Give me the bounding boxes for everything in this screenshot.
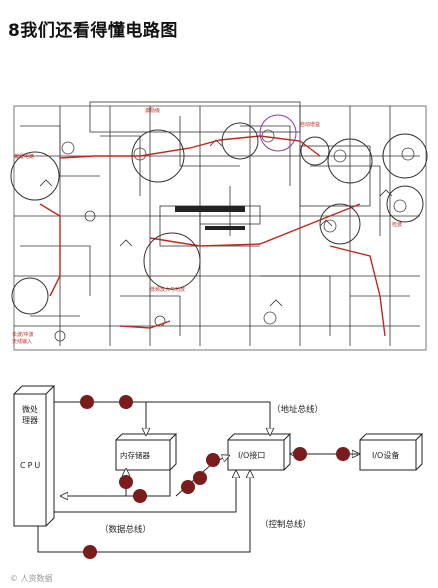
cpu-label-bottom: CPU xyxy=(20,461,42,470)
io-interface-label: I/O接口 xyxy=(238,450,265,460)
cpu-label-line2: 理器 xyxy=(22,416,38,425)
top-box-label: 激励级 xyxy=(145,107,160,114)
center-lower-label: 低频放大与功放 xyxy=(150,286,185,293)
io-device-label: I/O设备 xyxy=(372,450,399,460)
address-bus-label: （地址总线） xyxy=(272,404,323,415)
bus-block-diagram: 微处 理器 CPU 内存储器 I/O接口 I/O设备 （地址总线） （数据总线）… xyxy=(13,384,423,559)
memory-label: 内存储器 xyxy=(120,450,150,460)
bus-marker-dots xyxy=(80,395,350,559)
circuit-schematic: 激励级 偏置电路 低频放大与功放 自动增益 检波 长波/中波天线输入 xyxy=(10,101,428,351)
right-top-circle-label: 自动增益 xyxy=(300,121,320,128)
cpu-label-line1: 微处 xyxy=(22,404,38,414)
data-bus-label: （数据总线） xyxy=(100,524,151,535)
bottom-left-label: 长波/中波天线输入 xyxy=(12,331,34,345)
page-title: 8我们还看得懂电路图 xyxy=(8,21,178,41)
control-bus-line xyxy=(54,472,236,513)
right-circle-label: 检波 xyxy=(392,221,402,228)
watermark-text: © 人资数据 xyxy=(10,574,53,583)
left-circle-label: 偏置电路 xyxy=(14,153,34,160)
data-bus-line xyxy=(62,470,171,496)
control-bus-label: （控制总线） xyxy=(260,519,311,530)
